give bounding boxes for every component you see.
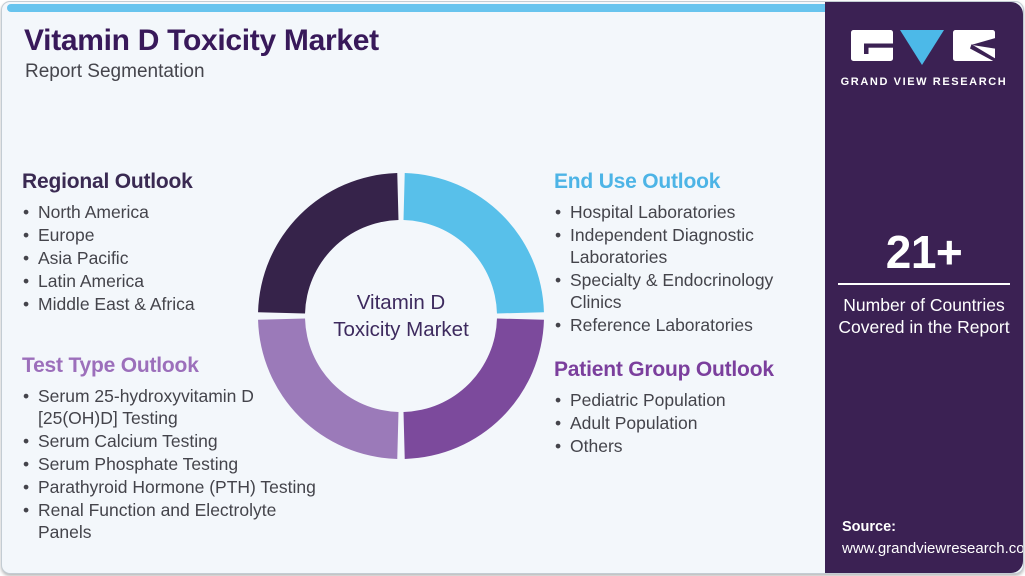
list-item: Renal Function and Electrolyte Panels	[22, 499, 328, 543]
countries-stat: 21+ Number of Countries Covered in the R…	[825, 228, 1023, 338]
section-title: Regional Outlook	[22, 170, 193, 193]
gvr-logo-icon	[851, 30, 997, 65]
brand-name: GRAND VIEW RESEARCH	[840, 76, 1008, 88]
source-url: www.grandviewresearch.com	[842, 540, 1024, 557]
list-item: Independent Diagnostic Laboratories	[554, 224, 794, 268]
list-item: Serum Calcium Testing	[22, 430, 328, 452]
list-item: Middle East & Africa	[22, 293, 342, 315]
test-type-list: Serum 25-hydroxyvitamin D [25(OH)D] Test…	[22, 385, 328, 543]
list-item: Others	[554, 435, 794, 457]
section-patient-group-outlook: Patient Group Outlook Pediatric Populati…	[554, 358, 794, 458]
donut-segment-end-use	[403, 173, 544, 314]
section-end-use-outlook: End Use Outlook Hospital LaboratoriesInd…	[554, 170, 794, 337]
section-test-type-outlook: Test Type Outlook Serum 25-hydroxyvitami…	[22, 354, 328, 544]
list-item: Adult Population	[554, 412, 794, 434]
section-title: Test Type Outlook	[22, 354, 199, 377]
sidebar: GRAND VIEW RESEARCH 21+ Number of Countr…	[825, 2, 1023, 573]
regional-list: North AmericaEuropeAsia PacificLatin Ame…	[22, 201, 342, 315]
patient-group-list: Pediatric PopulationAdult PopulationOthe…	[554, 389, 794, 457]
r-block-icon	[953, 30, 997, 63]
end-use-list: Hospital LaboratoriesIndependent Diagnos…	[554, 201, 794, 336]
list-item: Serum Phosphate Testing	[22, 453, 328, 475]
donut-center-line2: Toxicity Market	[333, 318, 469, 341]
stat-label-line1: Number of Countries	[843, 295, 1005, 315]
top-accent-bar	[7, 4, 825, 12]
list-item: Europe	[22, 224, 342, 246]
section-title: Patient Group Outlook	[554, 358, 774, 381]
page-subtitle: Report Segmentation	[25, 61, 205, 82]
list-item: Asia Pacific	[22, 247, 342, 269]
stat-divider	[838, 283, 1010, 285]
list-item: Pediatric Population	[554, 389, 794, 411]
list-item: Parathyroid Hormone (PTH) Testing	[22, 476, 328, 498]
donut-center-label: Vitamin D Toxicity Market	[255, 170, 547, 462]
list-item: Hospital Laboratories	[554, 201, 794, 223]
page-title: Vitamin D Toxicity Market	[24, 24, 379, 57]
list-item: North America	[22, 201, 342, 223]
stat-label: Number of Countries Covered in the Repor…	[825, 294, 1023, 338]
list-item: Latin America	[22, 270, 342, 292]
stat-label-line2: Covered in the Report	[838, 317, 1010, 337]
list-item: Reference Laboratories	[554, 314, 794, 336]
list-item: Serum 25-hydroxyvitamin D [25(OH)D] Test…	[22, 385, 328, 429]
v-triangle-icon	[900, 30, 944, 65]
donut-center-line1: Vitamin D	[356, 291, 446, 314]
section-regional-outlook: Regional Outlook North AmericaEuropeAsia…	[22, 170, 342, 316]
section-title: End Use Outlook	[554, 170, 721, 193]
donut-segment-patient-group	[403, 318, 544, 459]
brand-block: GRAND VIEW RESEARCH	[825, 29, 1023, 88]
g-block-icon	[851, 30, 893, 61]
donut-segment-test-type	[258, 318, 399, 459]
source-label: Source:	[842, 519, 896, 535]
source-block: Source: www.grandviewresearch.com	[842, 519, 1024, 557]
list-item: Specialty & Endocrinology Clinics	[554, 269, 794, 313]
stat-value: 21+	[885, 226, 963, 278]
